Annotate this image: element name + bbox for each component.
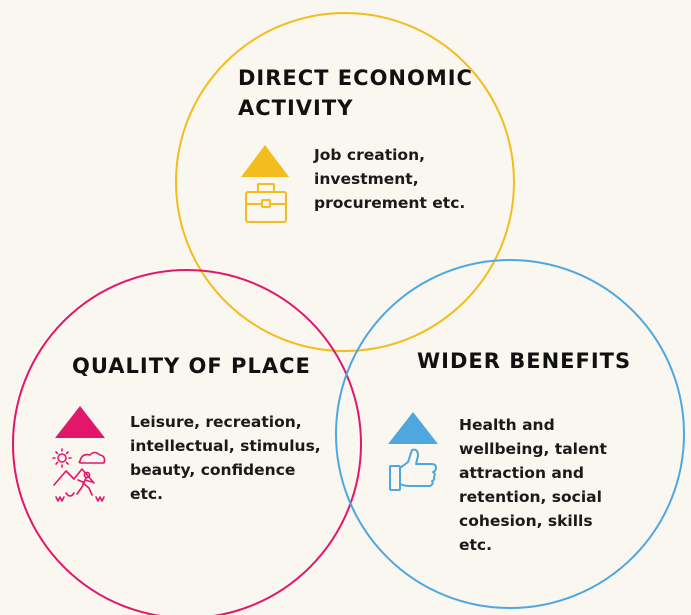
- briefcase-icon: [245, 183, 287, 223]
- economic-circle: [175, 12, 515, 352]
- economic-body: Job creation, investment, procurement et…: [314, 146, 466, 212]
- place-body: Leisure, recreation, intellectual, stimu…: [130, 413, 321, 503]
- wider-triangle-icon: [388, 412, 438, 444]
- place-title: QUALITY OF PLACE: [72, 354, 311, 378]
- place-circle: [12, 269, 362, 615]
- wider-title: WIDER BENEFITS: [417, 349, 632, 373]
- landscape-walker-icon: [52, 448, 106, 502]
- thumbs-up-icon: [389, 448, 437, 491]
- economic-triangle-icon: [241, 145, 289, 177]
- place-triangle-icon: [55, 406, 105, 438]
- wider-body: Health and wellbeing, talent attraction …: [459, 416, 607, 554]
- economic-title: DIRECT ECONOMIC ACTIVITY: [238, 66, 473, 120]
- wider-circle: [335, 259, 685, 609]
